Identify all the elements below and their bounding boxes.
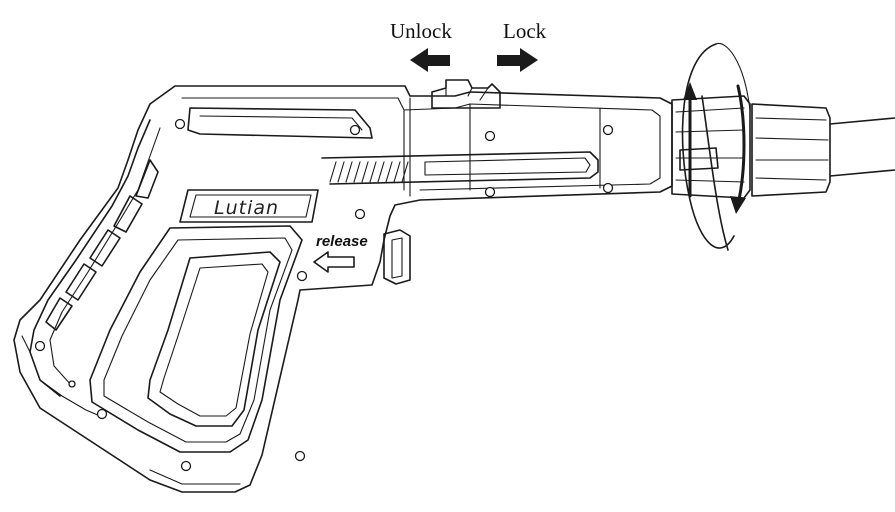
screw-icon <box>294 450 306 462</box>
screw-icon <box>484 186 496 198</box>
screw-icon <box>484 130 496 142</box>
screw-icon <box>354 208 366 220</box>
lock-label: Lock <box>503 19 547 43</box>
screws <box>34 118 614 472</box>
trigger <box>147 251 281 427</box>
rotate-arrows-icon <box>681 42 751 251</box>
lock-slider <box>431 79 501 109</box>
brand-plate: Lutian <box>179 189 319 223</box>
nozzle-coupling <box>671 95 895 199</box>
screw-icon <box>602 124 614 136</box>
gun-body: Lutian release <box>13 79 673 493</box>
screw-icon <box>96 408 108 420</box>
screw-icon <box>349 124 361 136</box>
lock-indicator: Lock <box>497 19 547 72</box>
screw-icon <box>34 340 46 352</box>
screw-icon <box>602 182 614 194</box>
screw-icon <box>296 270 308 282</box>
screw-icon <box>68 380 76 388</box>
unlock-arrow-icon <box>410 48 450 72</box>
screw-icon <box>174 118 186 130</box>
unlock-indicator: Unlock <box>390 19 452 72</box>
release-label: release <box>316 233 368 250</box>
release-button <box>383 229 411 285</box>
screw-icon <box>180 460 192 472</box>
brand-label: Lutian <box>214 197 279 219</box>
unlock-label: Unlock <box>390 19 452 43</box>
release-arrow-icon <box>313 251 355 273</box>
grip-ribs <box>45 159 159 331</box>
grip-ridges <box>329 161 409 183</box>
release-indicator: release <box>313 233 368 273</box>
lock-arrow-icon <box>497 48 538 72</box>
